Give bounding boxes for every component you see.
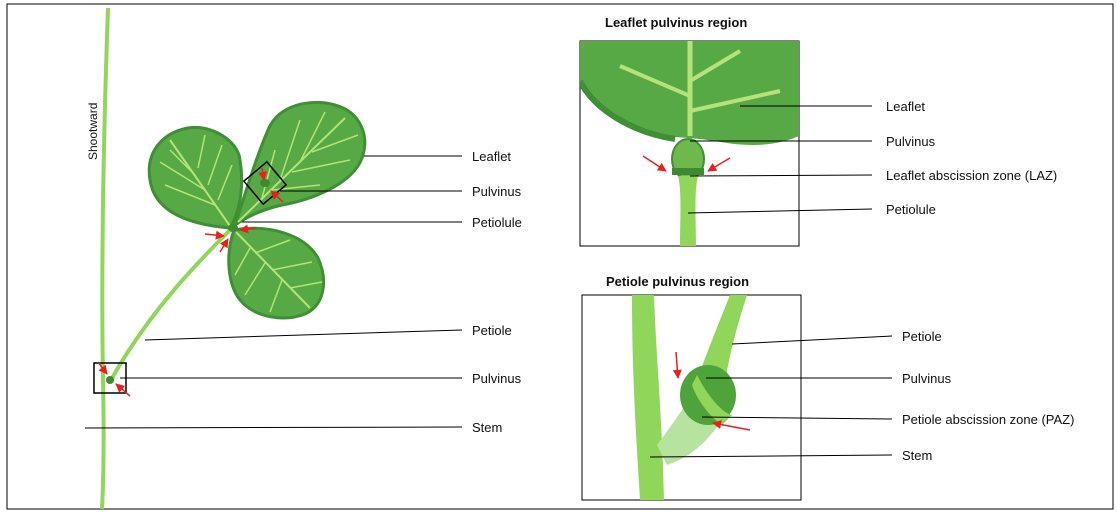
main-plant-illustration xyxy=(94,8,365,509)
inset2-label-stem: Stem xyxy=(902,449,932,462)
inset1-title: Leaflet pulvinus region xyxy=(605,16,747,29)
inset2-label-pulvinus: Pulvinus xyxy=(902,372,951,385)
inset2-label-petiole: Petiole xyxy=(902,330,942,343)
label-pulvinus-petiole: Pulvinus xyxy=(472,372,521,385)
label-stem: Stem xyxy=(472,421,502,434)
petiole xyxy=(111,228,232,380)
label-petiole: Petiole xyxy=(472,324,512,337)
label-petiolule: Petiolule xyxy=(472,216,522,229)
stem xyxy=(102,8,108,509)
inset1-label-pulvinus: Pulvinus xyxy=(886,135,935,148)
leaflet-bottom xyxy=(229,228,324,318)
shootward-label: Shootward xyxy=(87,103,99,160)
leaflet-right xyxy=(235,102,365,225)
inset1-label-leaflet: Leaflet xyxy=(886,100,925,113)
inset2-label-paz: Petiole abscission zone (PAZ) xyxy=(902,413,1074,426)
inset2-title: Petiole pulvinus region xyxy=(606,275,749,288)
label-leaflet: Leaflet xyxy=(472,150,511,163)
inset1-label-petiolule: Petiolule xyxy=(886,203,936,216)
inset1-label-laz: Leaflet abscission zone (LAZ) xyxy=(886,169,1057,182)
inset-leaflet-pulvinus xyxy=(580,41,799,246)
figure-frame xyxy=(7,4,1113,509)
leaflet-left xyxy=(149,127,241,228)
inset-petiole-pulvinus xyxy=(582,295,801,500)
label-pulvinus-leaflet: Pulvinus xyxy=(472,185,521,198)
